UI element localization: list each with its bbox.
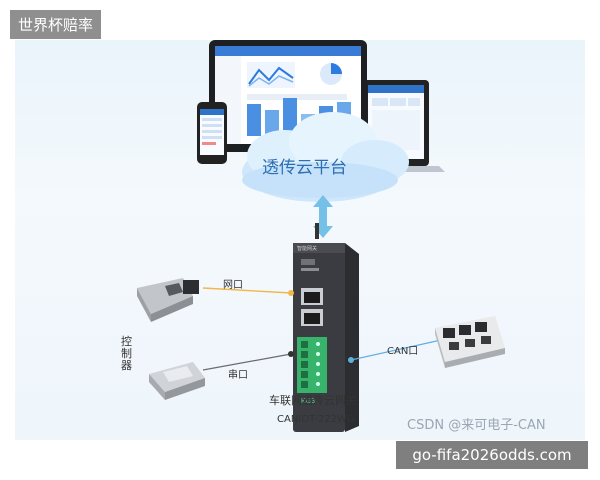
footer-badge: go-fifa2026odds.com (396, 441, 588, 469)
gateway-device-icon: 智能网关 KG3 (293, 223, 359, 432)
can-port-label: CAN口 (387, 346, 419, 357)
cloud-platform-label: 透传云平台 (262, 158, 347, 178)
device-badge-text: KG3 (301, 398, 315, 405)
phone-icon (197, 102, 227, 164)
cloud-icon (242, 112, 409, 202)
network-connection-line (202, 287, 292, 294)
bidirectional-arrow-icon (313, 195, 333, 238)
device-brand-text: 智能网关 (297, 245, 317, 252)
can-connection-dot (348, 357, 354, 363)
watermark-text: CSDN @来可电子-CAN (407, 418, 546, 433)
can-module-icon (435, 316, 505, 368)
header-badge: 世界杯赔率 (10, 10, 102, 39)
can-connection-line (350, 339, 442, 361)
serial-connection-dot (288, 351, 294, 357)
serial-port-label: 串口 (228, 370, 248, 381)
device-model-label: CANIOT-222WG (277, 414, 355, 425)
serial-connection-line (202, 353, 292, 371)
diagram-svg: 智能网关 KG3 (137, 40, 505, 432)
device-name-label: 车联网透传云网关 (269, 394, 357, 407)
controller-label: 控制器 (121, 335, 132, 372)
controller-bottom-icon (149, 362, 205, 400)
controller-top-icon (137, 278, 199, 322)
diagram-canvas: 智能网关 KG3 (15, 40, 585, 440)
network-connection-dot (288, 290, 294, 296)
network-port-label: 网口 (223, 280, 243, 291)
